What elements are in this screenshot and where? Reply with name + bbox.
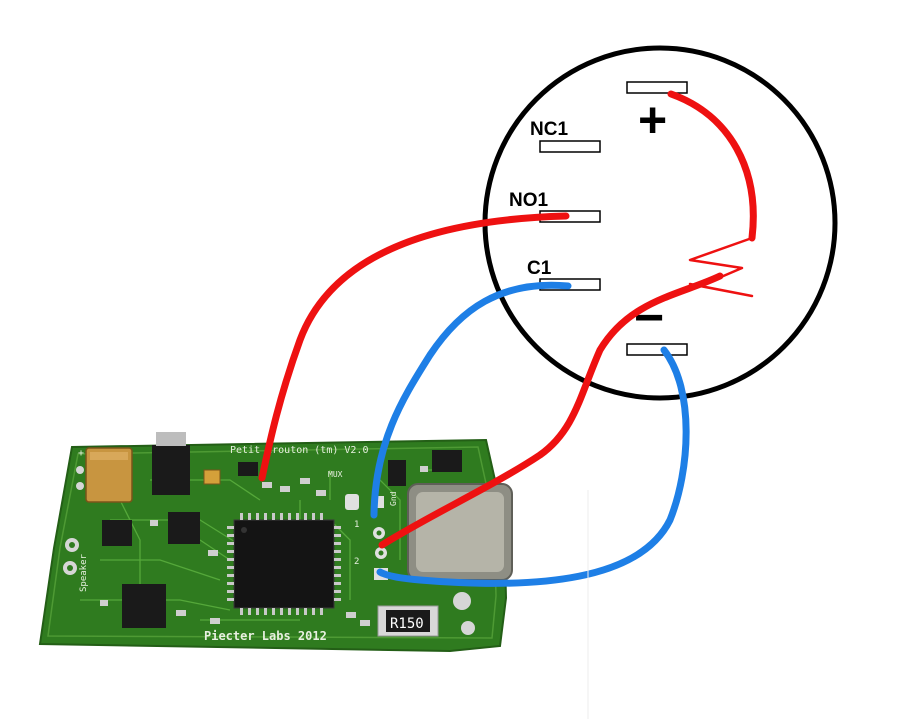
- terminal-nc1-label: NC1: [530, 119, 568, 140]
- sot-transistor: [388, 460, 406, 486]
- pad-a: [345, 494, 359, 510]
- pcb-traces: [80, 469, 440, 621]
- silk-gnd: Gnd: [389, 491, 398, 506]
- wire-red-plus-lower: [378, 272, 724, 549]
- pcb-pads: [63, 466, 475, 635]
- voltage-regulator: [152, 445, 190, 495]
- silk-mux: MUX: [328, 470, 343, 479]
- mount-pad-2: [461, 621, 475, 635]
- ic-top-right: [432, 450, 462, 472]
- resistor-body: [386, 610, 430, 632]
- pcb-board: R150 Petit Crouton (tm) V2.0 Piecte: [38, 432, 513, 653]
- chip-pin1-dot: [241, 527, 247, 533]
- board-maker: Piecter Labs 2012: [204, 629, 327, 643]
- microcontroller-chip: [233, 519, 335, 609]
- silk-pin2: 2: [354, 557, 359, 567]
- switch-body: + NC1 NO1 C1 −: [482, 45, 838, 401]
- silk-plus: +: [78, 448, 84, 459]
- terminal-c1-label: C1: [527, 258, 552, 279]
- mount-pad-1: [453, 592, 471, 610]
- ic-mosfet: [168, 512, 200, 544]
- terminal-nc1-pad: [539, 140, 601, 153]
- smd-passives: [100, 466, 428, 626]
- microcontroller-pins: [227, 513, 341, 615]
- pcb-edge-trace: [47, 446, 497, 639]
- wire-red-plus-upper: [667, 90, 757, 242]
- wire-blue-minus: [376, 346, 690, 587]
- sot-small: [238, 462, 258, 476]
- regulator-tab: [156, 432, 186, 446]
- terminal-plus-pad: [626, 81, 688, 94]
- capacitor-band: [90, 452, 128, 460]
- terminal-plus-label: +: [638, 92, 667, 148]
- ic-left-top: [102, 520, 132, 546]
- wire-blue-c1: [370, 281, 572, 519]
- resistor-label: R150: [390, 616, 424, 632]
- terminal-minus-pad: [626, 343, 688, 356]
- silk-pin1: 1: [354, 520, 359, 530]
- silk-speaker: Speaker: [79, 553, 89, 592]
- board-title: Petit Crouton (tm) V2.0: [230, 445, 368, 456]
- tantalum-capacitor: [85, 447, 133, 503]
- small-cap: [203, 469, 221, 485]
- terminal-no1-label: NO1: [509, 190, 549, 211]
- wire-red-no1: [258, 212, 570, 482]
- ic-left-bottom: [122, 584, 166, 628]
- wires: [258, 90, 757, 587]
